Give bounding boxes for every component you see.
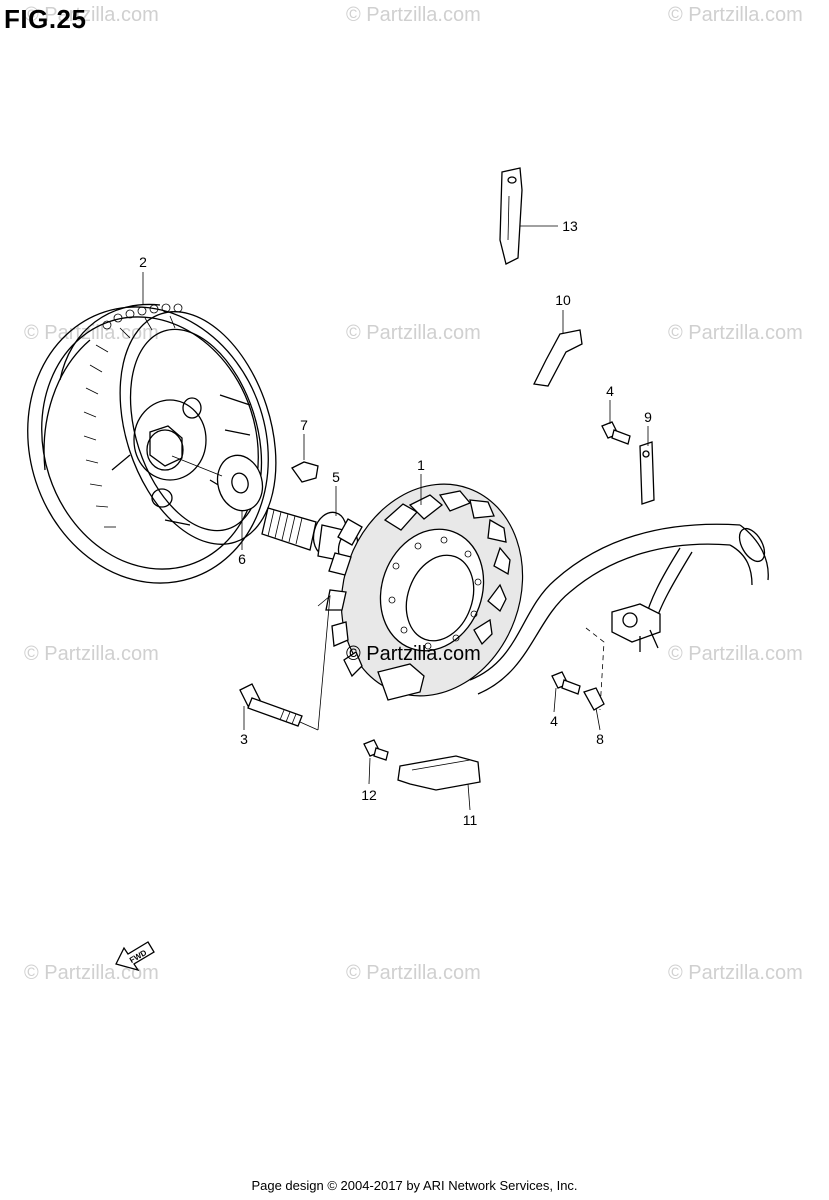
watermark: © Partzilla.com (24, 962, 159, 984)
watermark: © Partzilla.com (668, 322, 803, 344)
callout-11: 11 (462, 812, 478, 828)
wire-harness (469, 523, 769, 695)
watermark: © Partzilla.com (24, 643, 159, 665)
callout-7: 7 (300, 417, 308, 433)
clamp (583, 687, 605, 711)
callout-1: 1 (417, 457, 425, 473)
callout-2: 2 (139, 254, 147, 270)
leader-lines (299, 595, 605, 731)
screw-upper (601, 421, 631, 445)
watermark: © Partzilla.com (24, 322, 159, 344)
page-footer: Page design © 2004-2017 by ARI Network S… (251, 1178, 578, 1193)
callout-5: 5 (332, 469, 340, 485)
fwd-arrow-icon (115, 941, 155, 972)
watermark: © Partzilla.com (346, 4, 481, 26)
clamp-plate (639, 441, 655, 505)
callout-6: 6 (238, 551, 246, 567)
stator (325, 483, 524, 701)
callout-13: 13 (562, 218, 578, 234)
callout-4-upper: 4 (606, 383, 614, 399)
figure-title: FIG.25 (4, 4, 87, 34)
callout-8: 8 (596, 731, 604, 747)
watermark: © Partzilla.com (346, 322, 481, 344)
watermark: © Partzilla.com (668, 962, 803, 984)
watermark: © Partzilla.com (668, 643, 803, 665)
washer (171, 454, 264, 512)
bracket (533, 329, 583, 387)
watermark: © Partzilla.com (24, 4, 159, 26)
stator-bolt (239, 683, 303, 727)
watermark: © Partzilla.com (668, 4, 803, 26)
callout-4-lower: 4 (550, 713, 558, 729)
screw-guard (363, 739, 389, 761)
woodruff-key (291, 461, 319, 483)
callout-10: 10 (555, 292, 571, 308)
guard-plate (397, 755, 481, 791)
callout-12: 12 (361, 787, 377, 803)
cable-band (499, 167, 523, 265)
flywheel-rotor (27, 303, 277, 584)
callout-9: 9 (644, 409, 652, 425)
callout-lines (142, 225, 649, 811)
watermark-center: © Partzilla.com (346, 643, 481, 665)
screw-lower (551, 671, 581, 695)
callout-3: 3 (240, 731, 248, 747)
watermark: © Partzilla.com (346, 962, 481, 984)
